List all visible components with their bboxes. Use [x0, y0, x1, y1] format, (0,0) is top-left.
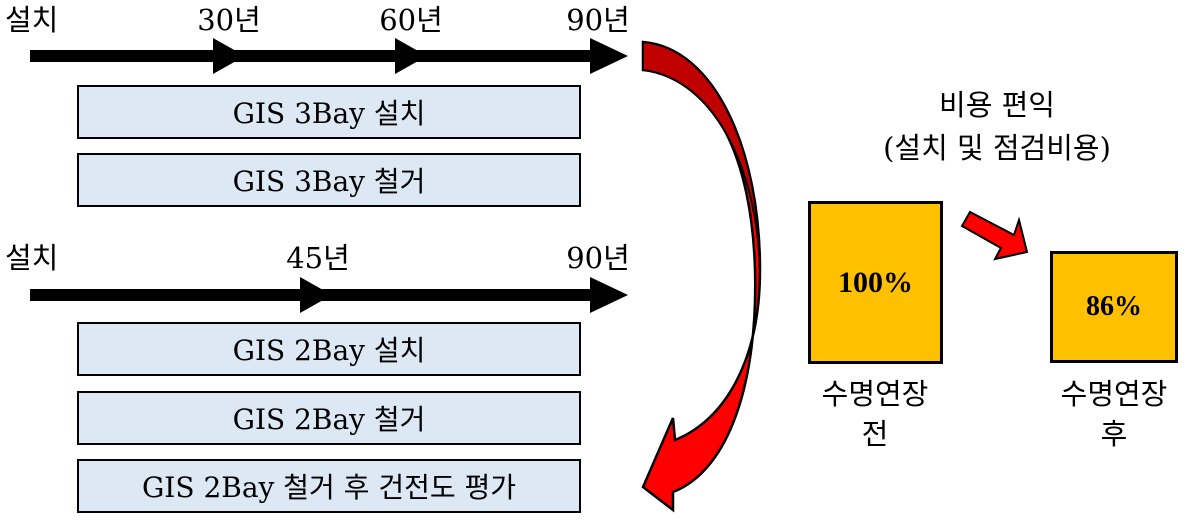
- cost-title: 비용 편익: [939, 88, 1055, 122]
- timeline1-mark: 60년: [379, 3, 443, 37]
- timeline1-start-label: 설치: [5, 3, 59, 37]
- timeline2-start-label: 설치: [5, 241, 59, 275]
- timeline2-mark: 90년: [566, 241, 630, 275]
- timeline2-mark: 45년: [286, 241, 350, 275]
- before-label: 수명연장: [821, 377, 929, 411]
- timeline1-mark: 30년: [197, 3, 261, 37]
- step-box: GIS 3Bay 철거: [77, 153, 581, 207]
- after-label: 후: [1100, 417, 1128, 451]
- step-box: GIS 2Bay 설치: [77, 322, 581, 376]
- step-box: GIS 2Bay 철거: [77, 391, 581, 445]
- timeline1-arrow: [30, 38, 628, 74]
- cost-after-box: 86%: [1050, 251, 1178, 363]
- timeline1-mark: 90년: [566, 3, 630, 37]
- before-label: 전: [861, 417, 889, 451]
- step-box: GIS 2Bay 철거 후 건전도 평가: [77, 459, 581, 513]
- curved-arrow-icon: [641, 40, 762, 513]
- cost-before-box: 100%: [808, 201, 943, 364]
- decrease-arrow-icon: [960, 210, 1029, 261]
- step-box: GIS 3Bay 설치: [77, 85, 581, 139]
- timeline2-arrow: [30, 277, 628, 313]
- after-label: 수명연장: [1060, 377, 1168, 411]
- cost-subtitle: (설치 및 점검비용): [883, 131, 1111, 165]
